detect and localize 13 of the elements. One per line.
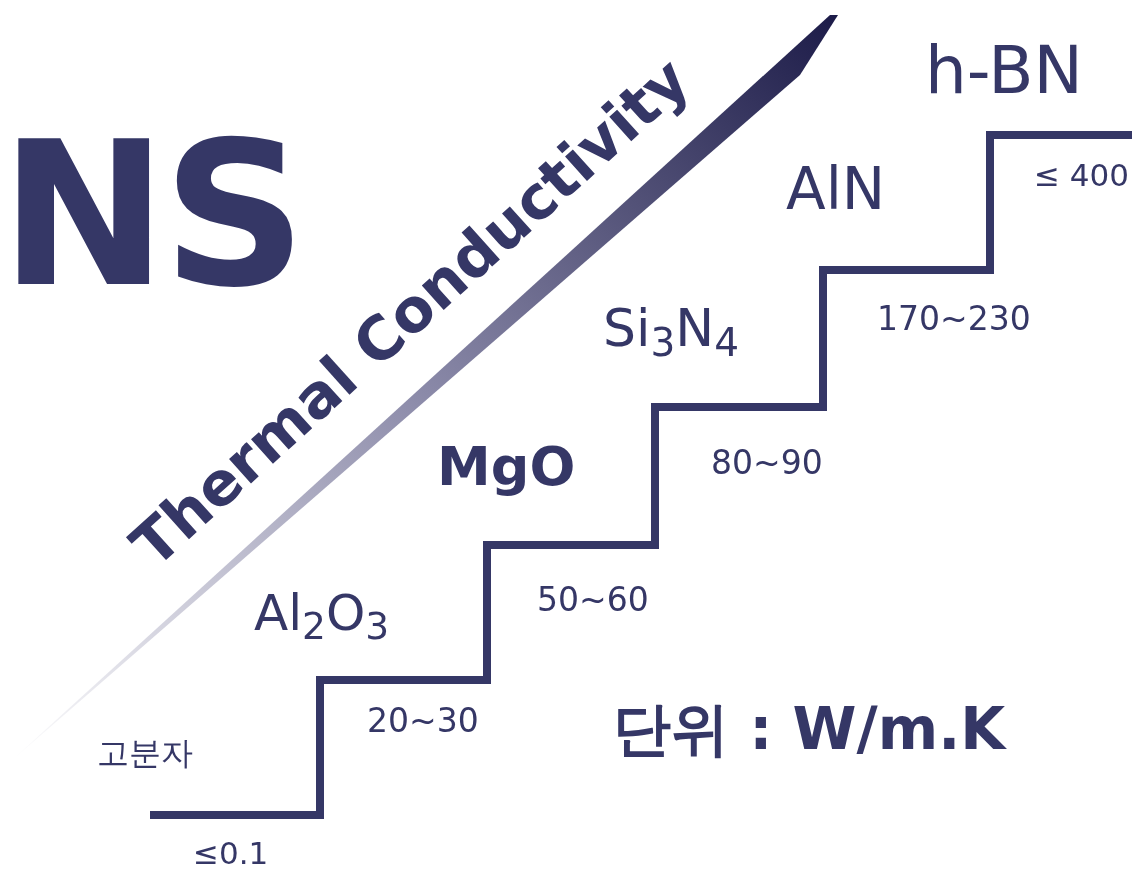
heading-fragment: NS [0, 115, 302, 315]
value-label: 170~230 [877, 302, 1031, 335]
material-name: Al$_{2}$O$_{3}$ [254, 588, 390, 638]
material-name: AlN [786, 160, 886, 218]
material-name: h-BN [925, 38, 1083, 104]
value-label: ≤ 400 [1034, 160, 1129, 191]
unit-note: 단위 : W/m.K [613, 700, 1006, 758]
material-name: MgO [437, 440, 576, 494]
value-label: 50~60 [537, 583, 649, 616]
value-label: 80~90 [711, 446, 823, 479]
material-name: 고분자 [97, 737, 193, 769]
value-label: 20~30 [367, 704, 479, 737]
value-label: ≤0.1 [193, 838, 269, 869]
